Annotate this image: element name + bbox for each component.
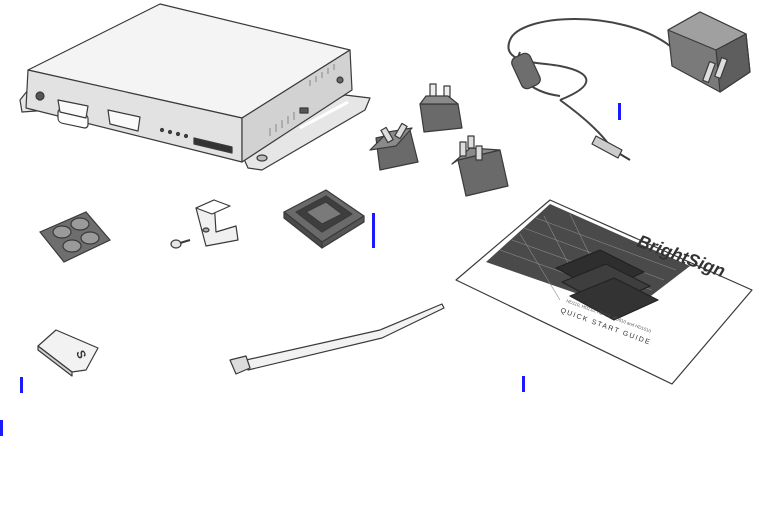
adhesive-mount-image: [284, 190, 364, 248]
sd-card-image: S: [38, 330, 98, 376]
label-marker: [20, 377, 23, 393]
rubber-feet-image: [40, 212, 110, 262]
mounting-bracket-image: [196, 200, 238, 246]
label-marker: [372, 213, 375, 248]
player-device-image: [20, 4, 370, 170]
label-marker: [618, 103, 621, 120]
label-marker: [0, 420, 3, 436]
power-adapter-image: [508, 12, 750, 160]
plug-adapter-image: [370, 84, 508, 196]
screw-image: [171, 240, 190, 248]
quick-start-guide-image: BrightSign HD110, HD210, HD410, HD810 an…: [456, 200, 752, 384]
label-marker: [522, 376, 525, 392]
cable-tie-image: [230, 304, 444, 374]
